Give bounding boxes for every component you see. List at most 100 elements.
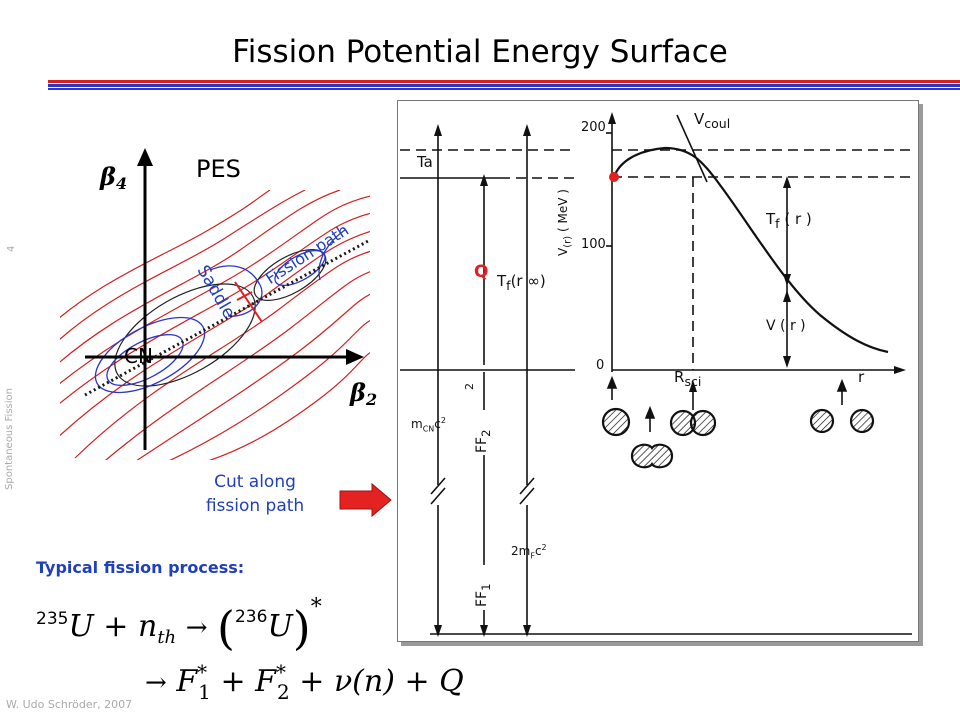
equation-line-2: → F*1 + F*2 + ν(n) + Q [145, 660, 464, 704]
footer-author: W. Udo Schröder, 2007 [6, 698, 133, 711]
two-label: 2 [463, 383, 476, 390]
process-heading: Typical fission process: [36, 558, 245, 577]
nucleus-touching-b [689, 409, 717, 437]
mcn-label: mCNc2 [411, 416, 446, 433]
rsci-label: Rsci [674, 368, 701, 389]
title-rule-red [48, 80, 960, 83]
two-mf-c: c [534, 544, 542, 558]
tf-r-sub: f [775, 216, 780, 231]
y-axis-v: V [556, 247, 570, 256]
ground-state-dot [609, 172, 619, 182]
r-axis-label: r [858, 368, 865, 386]
two-mf-m: 2m [511, 544, 531, 558]
v-r-label: V ( r ) [766, 318, 806, 334]
vcoul-sub: coul [704, 116, 731, 131]
rsci-r: R [674, 368, 685, 386]
eq-f2-star: * [275, 660, 286, 684]
ff2-text: FF [474, 436, 490, 453]
title-rule-blue [48, 84, 960, 87]
page-number: 4 [6, 245, 17, 252]
mcn-sub: CN [422, 424, 435, 434]
eq-n: n [137, 609, 158, 644]
eq-plus-2: + [220, 664, 246, 699]
eq-f1-star: * [197, 660, 208, 684]
title-rule-blue-thin [48, 88, 960, 90]
saddle-mark-a [234, 281, 263, 323]
ff1-label: FF1 [474, 583, 493, 607]
cut-line-2: fission path [205, 496, 305, 516]
y-axis-sub: (r) [562, 235, 574, 248]
two-mf-sup: 2 [541, 543, 547, 552]
eq-arrow-1: → [185, 613, 208, 643]
eq-u: U [68, 609, 94, 644]
tf-r-label: Tf ( r ) [766, 210, 812, 231]
beta2-label: β2 [350, 378, 378, 409]
mcn-sup: 2 [440, 416, 446, 425]
tick-100: 100 [581, 237, 606, 252]
eq-f1: F [176, 664, 198, 699]
saddle-mark-b [236, 291, 253, 301]
side-label: Spontaneous Fission [4, 388, 15, 490]
eq-f1-sub: 1 [198, 680, 211, 704]
ff1-sub: 1 [478, 583, 493, 591]
nucleus-deformed [630, 443, 674, 469]
nucleus-sphere [601, 407, 631, 437]
vcoul-label: Vcoul [694, 110, 730, 131]
cn-label: CN [124, 344, 153, 368]
two-mf-sub: F [530, 551, 535, 561]
pes-contour-diagram [60, 148, 371, 460]
eq-mass-235: 235 [36, 609, 69, 629]
pes-label: PES [196, 155, 241, 183]
y-axis-units: ( MeV ) [556, 189, 570, 233]
eq-plus-4: + [404, 664, 430, 699]
tick-0: 0 [596, 358, 605, 373]
eq-star: * [310, 595, 322, 620]
cut-line-1: Cut along [214, 472, 296, 492]
eq-mass-236: 236 [234, 607, 268, 627]
ff1-text: FF [474, 590, 490, 607]
beta4-arrowhead [137, 148, 153, 166]
fragment-a [809, 408, 835, 434]
mcn-c: c [434, 417, 441, 431]
tf-r-arg: ( r ) [784, 210, 812, 228]
q-label: Q [474, 262, 489, 282]
vcoul-line [676, 114, 708, 183]
nucleus-shapes [601, 407, 875, 469]
tf-inf-arg: (r ∞) [510, 272, 546, 290]
eq-u-2: U [267, 609, 293, 644]
pes-red-contours [60, 190, 370, 460]
two-mf-label: 2mFc2 [511, 543, 547, 560]
stage-arrows [606, 375, 848, 432]
vcoul-v: V [694, 110, 705, 128]
potential-curve [612, 146, 889, 354]
tf-inf-t: T [497, 272, 507, 290]
eq-plus-3: + [299, 664, 325, 699]
rsci-sub: sci [684, 374, 702, 389]
ff2-sub: 2 [478, 429, 493, 437]
eq-th: th [157, 627, 177, 648]
y-axis-label: V(r) ( MeV ) [556, 189, 573, 256]
beta2-arrowhead [346, 349, 364, 365]
pes-blue-contours [94, 229, 346, 394]
eq-f2-sub: 2 [276, 680, 290, 704]
ta-label: Ta [417, 153, 433, 171]
beta4-label: β4 [100, 162, 128, 193]
equation-line-1: 235U + nth → (236U)* [36, 595, 322, 655]
eq-f2: F [255, 664, 276, 699]
energy-diagram-svg [400, 112, 912, 637]
tf-r-t: T [766, 210, 776, 228]
eq-q: Q [439, 664, 464, 699]
tf-inf-sub: f [506, 278, 511, 293]
fission-path-line [84, 238, 371, 397]
eq-nu: ν(n) [333, 664, 395, 699]
cut-along-label: Cut along fission path [180, 470, 330, 518]
mcn-m: m [411, 417, 423, 431]
cut-arrow-icon [339, 482, 392, 518]
eq-arrow-2: → [145, 668, 167, 698]
eq-plus: + [103, 609, 129, 644]
fragment-b [849, 408, 875, 434]
tick-200: 200 [581, 120, 606, 135]
slide-title: Fission Potential Energy Surface [232, 34, 728, 70]
tf-inf-label: Tf(r ∞) [497, 272, 546, 293]
ff2-label: FF2 [474, 429, 493, 453]
